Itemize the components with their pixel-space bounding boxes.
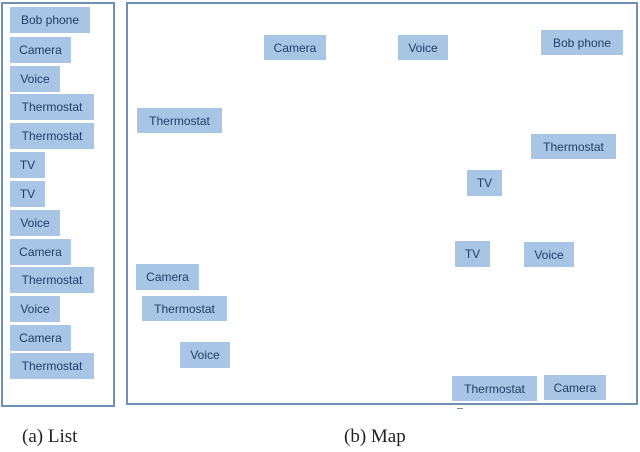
list-item-camera[interactable]: Camera bbox=[10, 37, 71, 63]
map-item-camera[interactable]: Camera bbox=[544, 375, 606, 400]
map-item-thermostat[interactable]: Thermostat bbox=[452, 376, 537, 401]
list-item-thermostat[interactable]: Thermostat bbox=[10, 94, 94, 120]
list-item-tv[interactable]: TV bbox=[10, 152, 45, 178]
map-item-camera[interactable]: Camera bbox=[136, 264, 199, 290]
map-item-camera[interactable]: Camera bbox=[264, 35, 326, 60]
map-item-voice[interactable]: Voice bbox=[524, 242, 574, 267]
map-item-voice[interactable]: Voice bbox=[398, 35, 448, 60]
list-item-tv[interactable]: TV bbox=[10, 181, 45, 207]
list-item-voice[interactable]: Voice bbox=[10, 210, 60, 236]
map-item-voice[interactable]: Voice bbox=[180, 342, 230, 368]
list-panel: Bob phone Camera Voice Thermostat Thermo… bbox=[1, 2, 115, 407]
list-item-thermostat[interactable]: Thermostat bbox=[10, 267, 94, 293]
map-item-bob-phone[interactable]: Bob phone bbox=[541, 30, 623, 55]
list-item-camera[interactable]: Camera bbox=[10, 239, 71, 265]
map-item-tv[interactable]: TV bbox=[467, 170, 502, 196]
list-item-bob-phone[interactable]: Bob phone bbox=[10, 7, 90, 33]
caption-map: (b) Map bbox=[344, 426, 406, 447]
map-item-thermostat[interactable]: Thermostat bbox=[137, 108, 222, 133]
map-item-thermostat[interactable]: Thermostat bbox=[531, 134, 616, 159]
list-item-thermostat[interactable]: Thermostat bbox=[10, 123, 94, 149]
caption-list: (a) List bbox=[22, 426, 78, 447]
axis-tick-mark bbox=[457, 408, 463, 409]
list-item-camera[interactable]: Camera bbox=[10, 325, 71, 351]
list-item-voice[interactable]: Voice bbox=[10, 296, 60, 322]
map-item-thermostat[interactable]: Thermostat bbox=[142, 296, 227, 321]
map-item-tv[interactable]: TV bbox=[455, 241, 490, 267]
list-item-thermostat[interactable]: Thermostat bbox=[10, 353, 94, 379]
list-item-voice[interactable]: Voice bbox=[10, 66, 60, 92]
map-panel: Camera Voice Bob phone Thermostat Thermo… bbox=[126, 2, 638, 405]
